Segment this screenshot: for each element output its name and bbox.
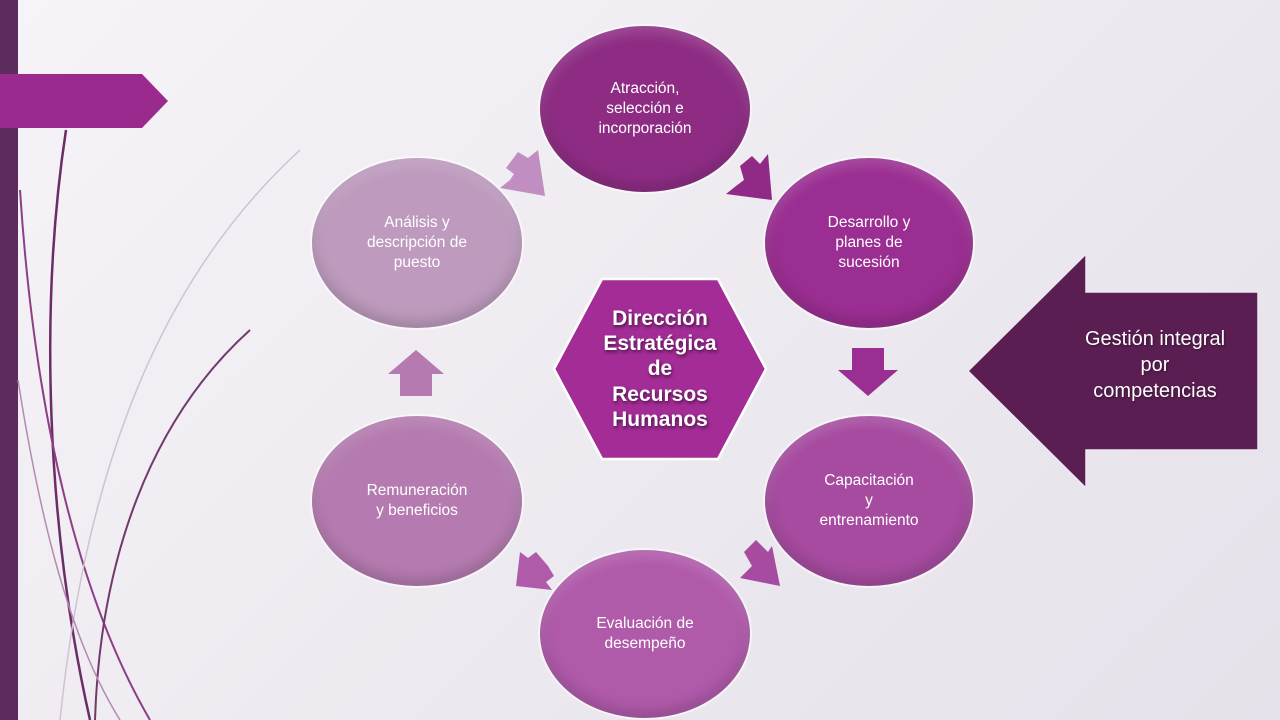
arrow-evaluacion-to-remuneracion [516,552,554,590]
node-atraccion-label: Atracción, selección e incorporación [598,79,692,138]
decorative-swoosh-lines [17,129,301,720]
arrow-atraccion-to-desarrollo [726,154,772,200]
center-hexagon [552,277,768,461]
node-evaluacion-label: Evaluación de desempeño [596,614,694,652]
node-evaluacion: Evaluación de desempeño [540,550,750,718]
arrow-desarrollo-to-capacitacion [838,348,898,396]
arrow-remuneracion-to-analisis [388,350,444,396]
node-desarrollo-label: Desarrollo y planes de sucesión [827,213,911,272]
arrow-analisis-to-atraccion [500,150,545,196]
node-remuneracion-label: Remuneración y beneficios [366,481,468,519]
node-remuneracion: Remuneración y beneficios [312,416,522,586]
node-desarrollo: Desarrollo y planes de sucesión [765,158,973,328]
node-analisis: Análisis y descripción de puesto [312,158,522,328]
callout-arrow-shape [968,254,1258,488]
title-tab-shape [0,74,168,128]
center-title: Dirección Estratégica de Recursos Humano… [603,307,717,431]
callout-label: Gestión integral por competencias [1084,328,1226,402]
node-analisis-label: Análisis y descripción de puesto [367,213,467,272]
arrow-capacitacion-to-evaluacion [740,540,780,586]
node-atraccion: Atracción, selección e incorporación [540,26,750,192]
sidebar-accent-bar [0,0,18,720]
node-capacitacion: Capacitación y entrenamiento [765,416,973,586]
node-capacitacion-label: Capacitación y entrenamiento [819,471,919,530]
